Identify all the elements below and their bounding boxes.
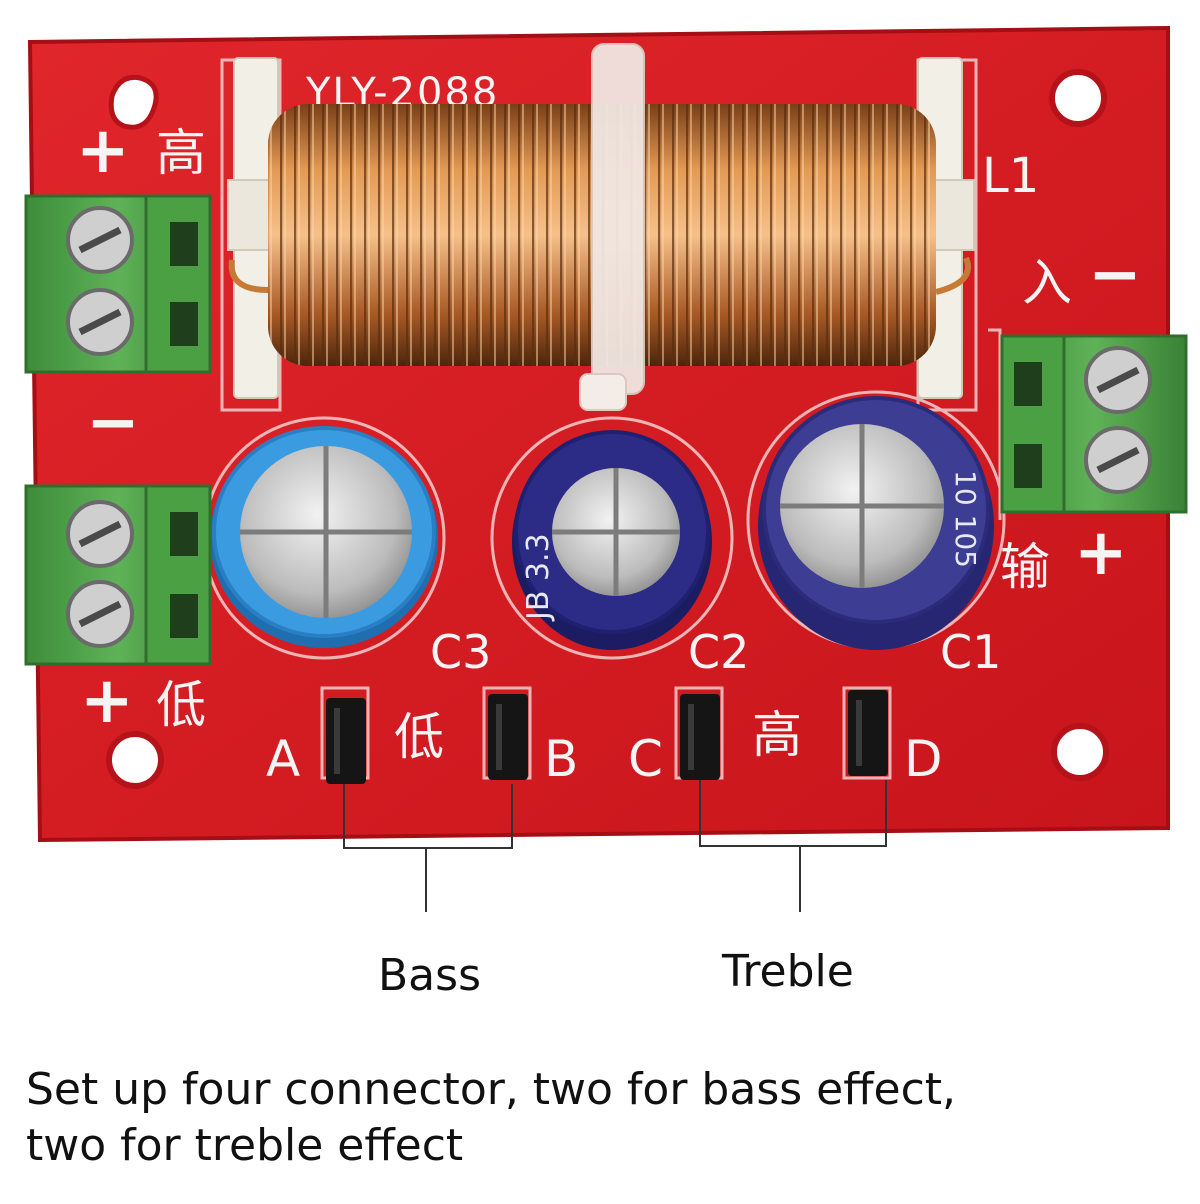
minus-sign-right: − [1088,238,1142,312]
minus-sign-left: − [86,386,140,460]
capacitor-c3-label: C3 [430,625,491,679]
jumper-pin-c[interactable] [680,694,720,780]
mounting-hole [106,731,164,789]
mounting-hole [1049,69,1107,127]
screw-terminal-right[interactable] [1000,334,1188,514]
silk-input-right: 入 [1022,254,1072,312]
capacitor-c2-label: C2 [688,625,749,679]
plus-sign-right: + [1074,516,1128,590]
capacitor-c2: JB 3.3 [512,430,712,650]
plus-sign-bottom-left: + [80,664,134,738]
screw-terminal-top-left[interactable] [24,194,212,374]
capacitor-c1-label: C1 [940,625,1001,679]
silk-low-bottom: 低 [394,708,444,766]
caption-line-1: Set up four connector, two for bass effe… [26,1064,957,1115]
treble-callout-label: Treble [722,946,854,997]
caption-line-2: two for treble effect [26,1120,464,1171]
silk-output-right: 输 [1000,538,1050,596]
jumper-pin-a[interactable] [326,698,366,784]
pin-b-label: B [544,730,578,788]
silk-low-left: 低 [156,676,206,734]
silk-high-top: 高 [156,124,206,182]
jumper-pin-b[interactable] [488,694,528,780]
silk-high-bottom: 高 [752,706,802,764]
capacitor-c3 [210,426,438,648]
pin-d-label: D [904,730,943,788]
bass-bracket [343,784,513,912]
inductor-label: L1 [982,148,1039,204]
mounting-hole [1051,723,1109,781]
caption: Set up four connector, two for bass effe… [26,1062,1176,1174]
capacitor-c2-print: JB 3.3 [521,533,556,622]
jumper-pin-d[interactable] [848,690,888,776]
pin-a-label: A [266,730,300,788]
bass-callout-label: Bass [378,950,481,1001]
capacitor-c1-print: 10 105 [949,470,982,568]
mounting-hole [108,74,159,130]
treble-bracket [699,780,887,912]
pin-c-label: C [628,730,663,788]
inductor-coil [227,43,975,411]
plus-sign-top-left: + [76,114,130,188]
screw-terminal-bottom-left[interactable] [24,484,212,666]
capacitor-c1: 10 105 [758,396,994,650]
